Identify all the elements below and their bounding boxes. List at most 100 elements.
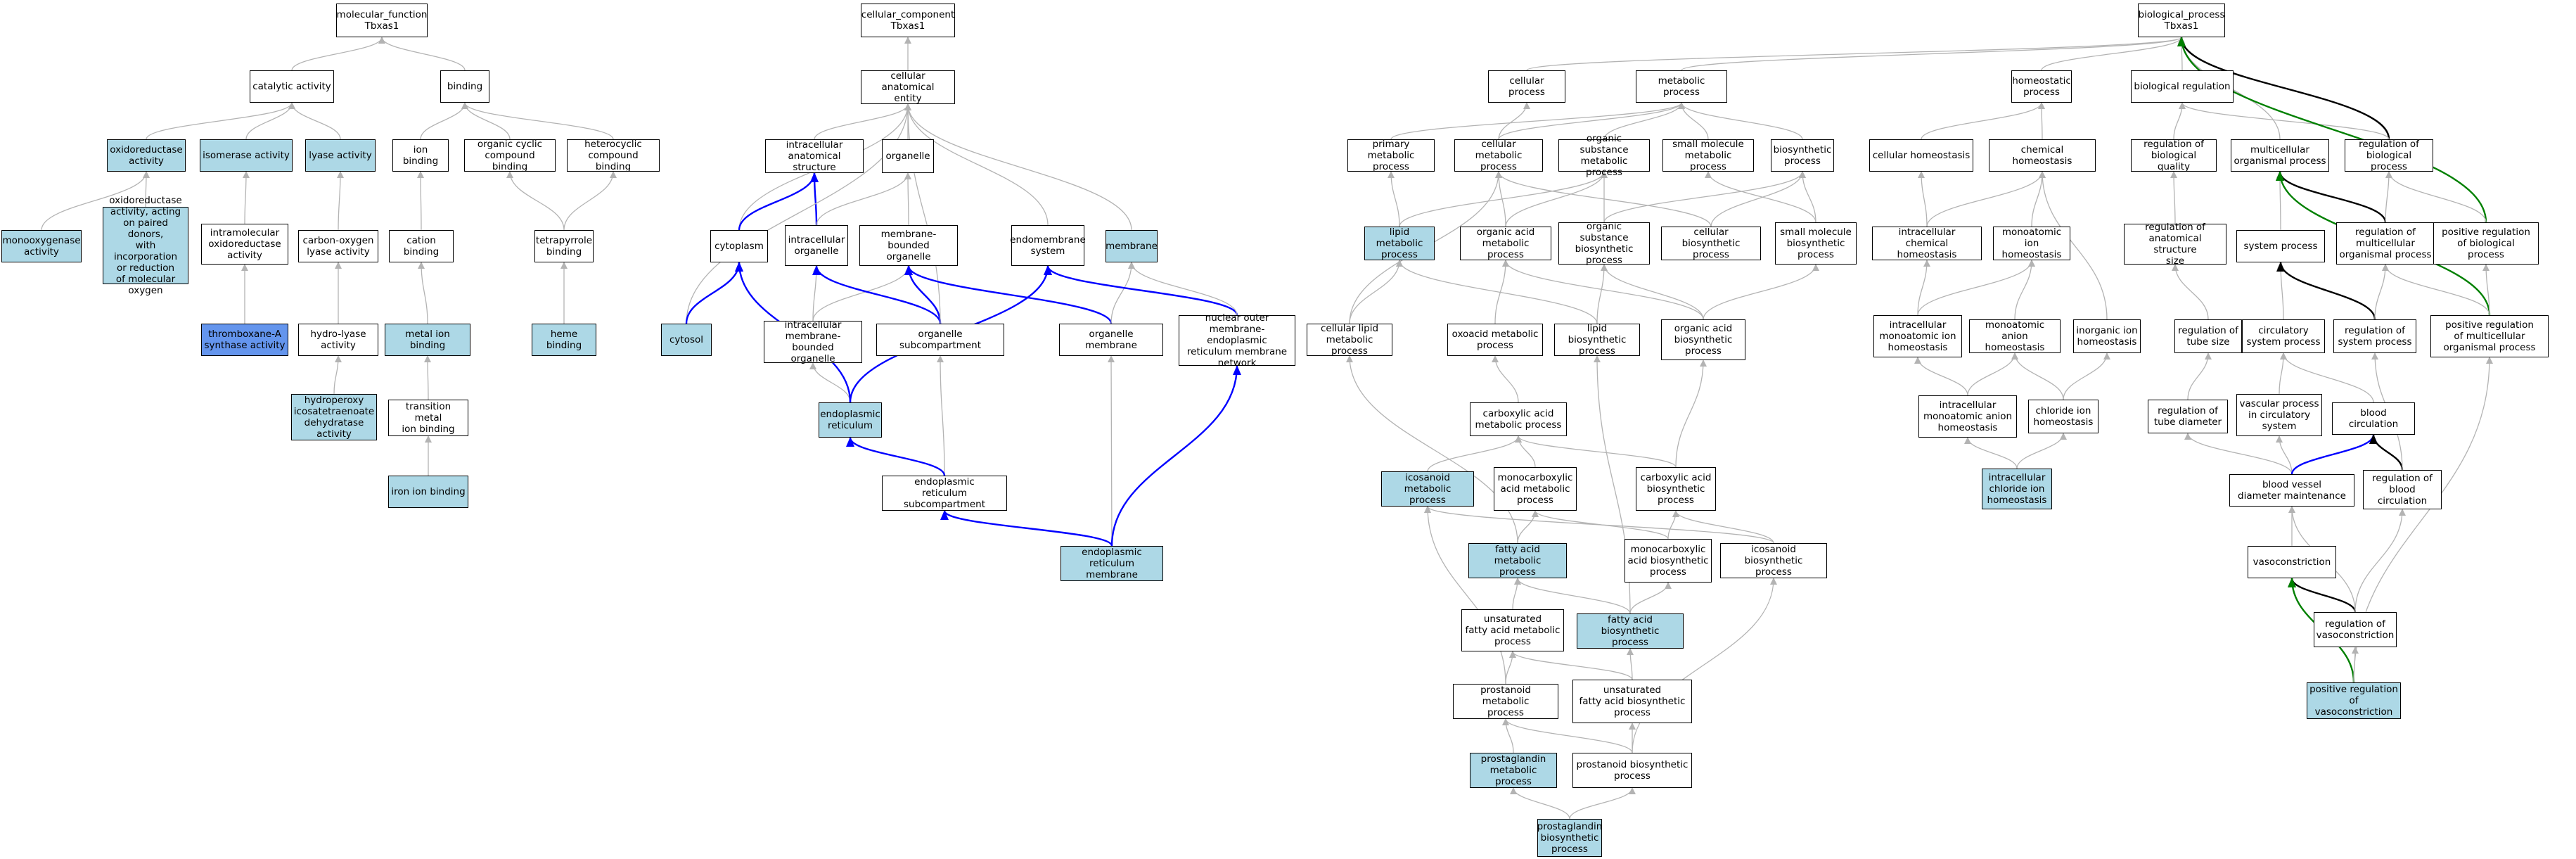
go-term-node-pg-biosyn[interactable]: prostaglandin biosynthetic process (1537, 819, 1602, 857)
go-term-node-reg-vc[interactable]: regulation of vasoconstriction (2314, 612, 2397, 647)
go-term-node-ma-homeo[interactable]: monoatomic anion homeostasis (1969, 319, 2061, 353)
go-term-node-reg-ts[interactable]: regulation of tube size (2174, 319, 2242, 353)
go-term-node-cae[interactable]: cellular anatomical entity (861, 70, 955, 104)
go-term-node-org-sub-metab[interactable]: organic substance metabolic process (1558, 133, 1650, 178)
go-term-node-er-sub[interactable]: endoplasmic reticulum subcompartment (882, 476, 1007, 511)
go-term-node-ca-metab[interactable]: carboxylic acid metabolic process (1470, 402, 1567, 436)
go-term-node-pg-metab[interactable]: prostaglandin metabolic process (1470, 753, 1557, 788)
go-term-node-cl-homeo[interactable]: chloride ion homeostasis (2028, 400, 2098, 433)
go-term-node-lyase[interactable]: lyase activity (305, 139, 376, 172)
go-term-node-cytosol[interactable]: cytosol (661, 324, 712, 356)
go-term-node-reg-bq[interactable]: regulation of biological quality (2131, 139, 2217, 172)
go-term-node-cell-metab[interactable]: cellular metabolic process (1454, 139, 1543, 172)
go-term-node-mb-org[interactable]: membrane-bounded organelle (859, 225, 958, 266)
go-term-node-reg-as[interactable]: regulation of anatomical structure size (2124, 222, 2226, 267)
go-term-node-circ-sys[interactable]: circulatory system process (2242, 319, 2325, 353)
go-term-node-mi-homeo[interactable]: monoatomic ion homeostasis (1993, 227, 2070, 260)
go-term-node-cc-root[interactable]: cellular_component Tbxas1 (861, 4, 955, 37)
go-term-node-oxo-metab[interactable]: oxoacid metabolic process (1447, 324, 1543, 356)
go-term-node-oa-biosyn[interactable]: organic acid biosynthetic process (1661, 319, 1745, 360)
go-term-node-cell-proc[interactable]: cellular process (1488, 70, 1565, 103)
go-term-node-imi-homeo[interactable]: intracellular monoatomic ion homeostasis (1873, 315, 1962, 357)
go-term-node-sm-metab[interactable]: small molecule metabolic process (1662, 139, 1754, 172)
go-term-node-iron-ion[interactable]: iron ion binding (388, 476, 468, 508)
go-term-node-org-mem[interactable]: organelle membrane (1059, 324, 1163, 356)
go-term-node-ima-homeo[interactable]: intracellular monoatomic anion homeostas… (1918, 395, 2017, 438)
go-term-node-cell-biosyn[interactable]: cellular biosynthetic process (1661, 227, 1761, 260)
go-term-node-ion-binding[interactable]: ion binding (392, 139, 449, 172)
go-term-node-binding[interactable]: binding (440, 70, 489, 103)
go-term-node-prim-metab[interactable]: primary metabolic process (1347, 139, 1435, 172)
go-term-node-monooxygenase[interactable]: monooxygenase activity (1, 230, 82, 262)
go-term-node-txa-synthase[interactable]: thromboxane-A synthase activity (201, 324, 288, 356)
go-term-node-membrane[interactable]: membrane (1106, 230, 1158, 262)
go-term-node-oa-metab[interactable]: organic acid metabolic process (1460, 227, 1551, 260)
go-term-node-hydroperoxy[interactable]: hydroperoxy icosatetraenoate dehydratase… (291, 394, 377, 440)
go-term-node-org-cyclic[interactable]: organic cyclic compound binding (464, 139, 556, 172)
go-term-node-cell-homeo[interactable]: cellular homeostasis (1869, 139, 1973, 172)
go-term-node-icl-homeo[interactable]: intracellular chloride ion homeostasis (1982, 469, 2052, 509)
go-term-node-tetrapyrrole[interactable]: tetrapyrrole binding (534, 230, 594, 262)
go-term-node-fa-biosyn[interactable]: fatty acid biosynthetic process (1577, 613, 1684, 649)
go-term-node-multi-org[interactable]: multicellular organismal process (2231, 139, 2329, 172)
go-term-node-biosyn[interactable]: biosynthetic process (1771, 139, 1834, 172)
go-term-node-oxidoreductase[interactable]: oxidoreductase activity (107, 139, 186, 172)
go-term-node-imbo[interactable]: intracellular membrane-bounded organelle (764, 319, 862, 364)
go-term-node-ias[interactable]: intracellular anatomical structure (765, 139, 864, 173)
go-term-node-sys-proc[interactable]: system process (2236, 230, 2325, 262)
go-term-node-mca-metab[interactable]: monocarboxylic acid metabolic process (1494, 467, 1577, 511)
go-term-node-reg-td[interactable]: regulation of tube diameter (2148, 400, 2228, 433)
go-term-node-prost-biosyn[interactable]: prostanoid biosynthetic process (1572, 753, 1692, 788)
go-term-node-org-sub[interactable]: organelle subcompartment (876, 324, 1004, 356)
go-term-node-bvdm[interactable]: blood vessel diameter maintenance (2229, 474, 2354, 507)
go-term-node-hydro-lyase[interactable]: hydro-lyase activity (298, 324, 378, 356)
go-term-node-mca-biosyn[interactable]: monocarboxylic acid biosynthetic process (1625, 539, 1712, 583)
go-term-node-er[interactable]: endoplasmic reticulum (819, 402, 882, 438)
go-term-node-smb[interactable]: small molecule biosynthetic process (1775, 222, 1857, 265)
go-term-node-metal-ion[interactable]: metal ion binding (385, 324, 470, 356)
go-term-node-ii-homeo[interactable]: inorganic ion homeostasis (2073, 319, 2141, 353)
go-term-node-chem-homeo[interactable]: chemical homeostasis (1989, 139, 2096, 172)
go-term-node-ic-homeo[interactable]: intracellular chemical homeostasis (1872, 227, 1982, 260)
go-term-node-co-lyase[interactable]: carbon-oxygen lyase activity (298, 230, 378, 262)
go-term-node-cell-lipid[interactable]: cellular lipid metabolic process (1307, 323, 1392, 357)
go-term-node-prost-metab[interactable]: prostanoid metabolic process (1453, 684, 1558, 719)
go-term-node-cytoplasm[interactable]: cytoplasm (710, 230, 768, 262)
go-term-node-reg-mop[interactable]: regulation of multicellular organismal p… (2336, 222, 2435, 265)
go-term-node-pos-reg-mop[interactable]: positive regulation of multicellular org… (2430, 315, 2549, 357)
go-term-node-bio-reg[interactable]: biological regulation (2131, 70, 2234, 103)
go-term-node-vasc-proc[interactable]: vascular process in circulatory system (2236, 394, 2322, 436)
go-term-node-heme[interactable]: heme binding (532, 324, 596, 356)
go-term-node-ca-biosyn[interactable]: carboxylic acid biosynthetic process (1636, 467, 1716, 511)
go-term-node-ufa-metab[interactable]: unsaturated fatty acid metabolic process (1461, 609, 1564, 651)
go-term-node-lipid-biosyn[interactable]: lipid biosynthetic process (1554, 323, 1640, 357)
go-term-node-lipid-metab[interactable]: lipid metabolic process (1364, 227, 1435, 260)
go-term-node-icos-biosyn[interactable]: icosanoid biosynthetic process (1720, 543, 1827, 578)
go-term-node-bp-root[interactable]: biological_process Tbxas1 (2138, 4, 2225, 37)
go-term-node-fa-metab[interactable]: fatty acid metabolic process (1468, 543, 1567, 578)
go-term-node-cation-binding[interactable]: cation binding (389, 230, 454, 262)
go-term-node-endomem[interactable]: endomembrane system (1010, 225, 1086, 266)
go-term-node-isomerase[interactable]: isomerase activity (200, 139, 293, 172)
go-term-node-transition-metal[interactable]: transition metal ion binding (388, 400, 468, 436)
go-term-node-reg-sys[interactable]: regulation of system process (2333, 319, 2416, 353)
go-term-node-vasocon[interactable]: vasoconstriction (2248, 546, 2336, 578)
go-term-node-ufa-biosyn[interactable]: unsaturated fatty acid biosynthetic proc… (1572, 680, 1692, 723)
go-term-node-icos-metab[interactable]: icosanoid metabolic process (1381, 471, 1474, 507)
go-term-node-intra-org[interactable]: intracellular organelle (785, 225, 848, 266)
go-term-node-organelle[interactable]: organelle (882, 139, 934, 173)
go-term-node-nuc-outer[interactable]: nuclear outer membrane-endoplasmic retic… (1179, 312, 1295, 369)
go-term-node-mf-root[interactable]: molecular_function Tbxas1 (336, 4, 428, 37)
go-term-node-er-mem[interactable]: endoplasmic reticulum membrane (1060, 546, 1163, 581)
go-term-node-intramol[interactable]: intramolecular oxidoreductase activity (201, 224, 288, 265)
go-term-node-reg-bc[interactable]: regulation of blood circulation (2363, 470, 2442, 509)
go-term-node-osb[interactable]: organic substance biosynthetic process (1558, 221, 1650, 266)
go-term-node-heterocyclic[interactable]: heterocyclic compound binding (567, 139, 660, 172)
go-term-node-catalytic[interactable]: catalytic activity (250, 70, 334, 103)
go-term-node-metab[interactable]: metabolic process (1636, 70, 1727, 103)
go-term-node-pos-reg-bp[interactable]: positive regulation of biological proces… (2433, 222, 2539, 265)
go-term-node-homeostatic[interactable]: homeostatic process (2011, 70, 2072, 103)
go-term-node-blood-circ[interactable]: blood circulation (2332, 402, 2415, 435)
go-term-node-reg-bp[interactable]: regulation of biological process (2345, 139, 2433, 172)
go-term-node-oxido-paired[interactable]: oxidoreductase activity, acting on paire… (103, 195, 188, 296)
